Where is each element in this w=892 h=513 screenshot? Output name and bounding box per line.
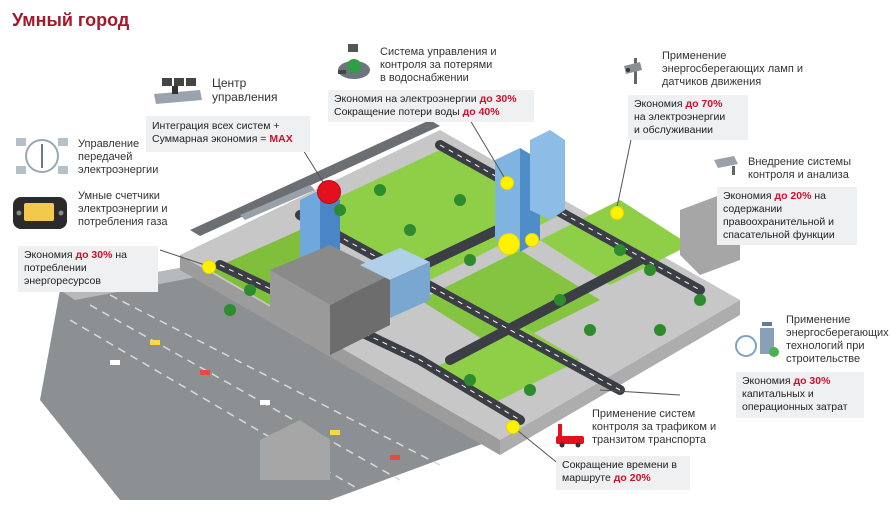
meters-label: Умные счетчики электроэнергии и потребле… [78,190,168,228]
marker-dot [202,260,216,274]
water-box: Экономия на электроэнергии до 30% Сокращ… [328,90,534,122]
marker-dot [500,176,514,190]
marker-dot [506,420,520,434]
green-building-icon [735,322,779,357]
control-center-label: Центр управления [212,76,278,104]
power-grid-icon [16,138,68,174]
traffic-car-icon [556,424,584,448]
street-camera-icon [624,58,642,84]
smart-meter-icon [13,197,67,229]
meters-box: Экономия до 30% на потреблении энергорес… [18,246,158,292]
lamps-box: Экономия до 70% на электроэнергии и обсл… [628,95,748,140]
control-desk-icon [154,78,202,104]
cctv-camera-icon [714,156,738,175]
traffic-label: Применение систем контроля за трафиком и… [592,408,717,446]
construction-box: Экономия до 30% капитальных и операционн… [736,372,864,418]
water-label: Система управления и контроля за потерям… [380,46,497,84]
page-title: Умный город [12,10,130,30]
video-label: Внедрение системы контроля и анализа [748,156,851,181]
marker-dot [610,206,624,220]
power-label: Управление передачей электроэнергии [78,138,159,176]
lamps-label: Применение энергосберегающих ламп и датч… [662,50,803,88]
marker-dot-red [317,180,341,204]
water-pump-icon [338,44,370,79]
marker-dot [498,233,520,255]
marker-dot [525,233,539,247]
control-center-box: Интеграция всех систем + Суммарная эконо… [146,116,310,152]
video-box: Экономия до 20% на содержании правоохран… [717,187,857,245]
construction-label: Применение энергосберегающих технологий … [786,314,889,365]
traffic-box: Сокращение времени в маршруте до 20% [556,456,690,490]
